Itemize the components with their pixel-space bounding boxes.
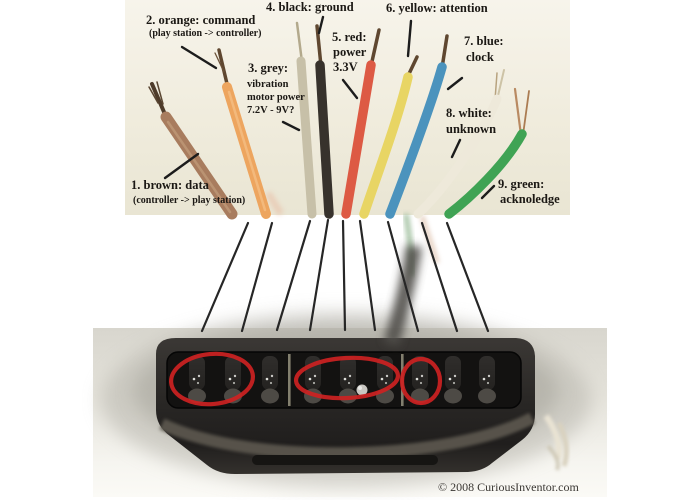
wire-label-yellow: 6. yellow: attention — [386, 1, 488, 15]
wire-label-orange-line1: 2. orange: command — [146, 13, 256, 27]
wire-label-green-line1: 9. green: — [498, 177, 545, 191]
wire-blue — [385, 34, 449, 219]
wire-orange-strand-wisp — [214, 52, 225, 73]
pointer-tick-7 — [386, 220, 420, 333]
slot-divider — [288, 354, 291, 406]
pointer-tick-3 — [275, 219, 312, 332]
pin-group-highlight-1 — [168, 351, 256, 407]
blurred-cable — [383, 213, 440, 347]
wire-label-brown-line2: (controller -> play station) — [133, 195, 246, 206]
connector-groove — [252, 455, 438, 465]
wire-brown-strand-wisp — [148, 86, 159, 104]
wire-black — [315, 24, 334, 219]
wire-label-red-line1: 5. red: — [332, 30, 367, 44]
wire-orange — [214, 48, 271, 219]
label-pointer-brown — [163, 152, 200, 180]
pointer-tick-6 — [358, 219, 377, 332]
wire-label-grey-line2: vibration — [247, 79, 289, 90]
wire-grey-strands — [295, 21, 304, 64]
wire-label-grey-line3: motor power — [247, 92, 305, 103]
wire-label-green-line2: acknoledge — [500, 192, 560, 206]
label-pointer-grey — [281, 120, 301, 132]
connector-pin-3 — [261, 356, 279, 404]
wire-yellow-body — [359, 72, 413, 219]
connector-pin-1 — [188, 356, 206, 404]
connector-pin-8 — [444, 356, 462, 404]
wire-brown-strand-wisp — [156, 81, 164, 105]
wire-label-white-line2: unknown — [446, 122, 497, 136]
wire-label-white-line1: 8. white: — [446, 106, 492, 120]
wire-label-red-line3: 3.3V — [333, 60, 358, 74]
pointer-tick-9 — [445, 221, 490, 333]
twisted-wire-strand — [546, 444, 560, 471]
wire-green-strands — [513, 87, 523, 137]
wire-label-blue-line2: clock — [466, 50, 494, 64]
wire-label-blue-line1: 7. blue: — [464, 34, 504, 48]
connector-lower-face — [159, 412, 535, 460]
slot-reflection-glint — [358, 386, 362, 390]
pointer-tick-1 — [200, 221, 250, 333]
pin-group-highlight-2 — [293, 355, 401, 401]
wire-white — [413, 69, 505, 219]
wire-red — [341, 28, 381, 219]
label-pointer-black — [317, 15, 325, 35]
wire-red-strands — [369, 28, 381, 68]
twisted-wire-strand — [543, 414, 562, 460]
wire-label-black: 4. black: ground — [266, 0, 354, 14]
pointer-tick-4 — [308, 218, 330, 332]
wire-blue-body — [385, 62, 447, 219]
wire-green-body — [444, 129, 527, 219]
wire-to-pin-ticks — [200, 218, 490, 333]
label-pointer-yellow — [406, 19, 413, 58]
wire-label-brown-line1: 1. brown: data — [131, 178, 209, 192]
copyright-text: © 2008 CuriousInventor.com — [438, 480, 579, 494]
wire-red-body — [341, 60, 376, 219]
wire-white-body — [413, 94, 502, 219]
connector-pin-7 — [411, 356, 429, 404]
label-pointer-green — [480, 184, 496, 200]
label-pointer-blue — [446, 76, 464, 91]
wire-label-grey-line1: 3. grey: — [248, 61, 289, 75]
twisted-wire-strand — [556, 421, 569, 467]
blurred-dark-cable — [383, 244, 422, 347]
connector-pin-9 — [478, 356, 496, 404]
label-pointer-white — [450, 138, 462, 159]
wires — [148, 21, 530, 220]
label-pointer-orange — [180, 45, 218, 70]
wire-brown — [148, 81, 238, 220]
wire-label-red-line2: power — [333, 45, 367, 59]
wire-green — [444, 87, 530, 219]
wire-green-strand-wisp — [522, 90, 530, 136]
wire-grey — [295, 21, 317, 219]
pointer-tick-8 — [420, 221, 459, 333]
label-pointer-red — [341, 78, 359, 100]
wire-grey-body — [296, 56, 317, 219]
pin-highlights — [168, 351, 443, 407]
label-pointers — [163, 15, 496, 200]
wire-orange-strands — [217, 48, 230, 90]
wire-orange-highlight — [227, 90, 267, 212]
blurred-wire-hint — [265, 191, 284, 216]
wire-black-body — [315, 60, 334, 219]
pin-group-highlight-3 — [399, 356, 443, 406]
wire-yellow — [359, 55, 419, 219]
twisted-wire-fragment — [543, 414, 569, 471]
wire-label-orange-line2: (play station -> controller) — [149, 28, 262, 39]
wire-black-strands — [315, 24, 323, 68]
pointer-tick-2 — [240, 221, 274, 333]
pointer-tick-5 — [341, 219, 347, 332]
wire-label-grey-line4: 7.2V - 9V? — [247, 105, 295, 116]
blurred-pink-wire — [419, 215, 440, 264]
wire-brown-highlight — [166, 120, 232, 214]
